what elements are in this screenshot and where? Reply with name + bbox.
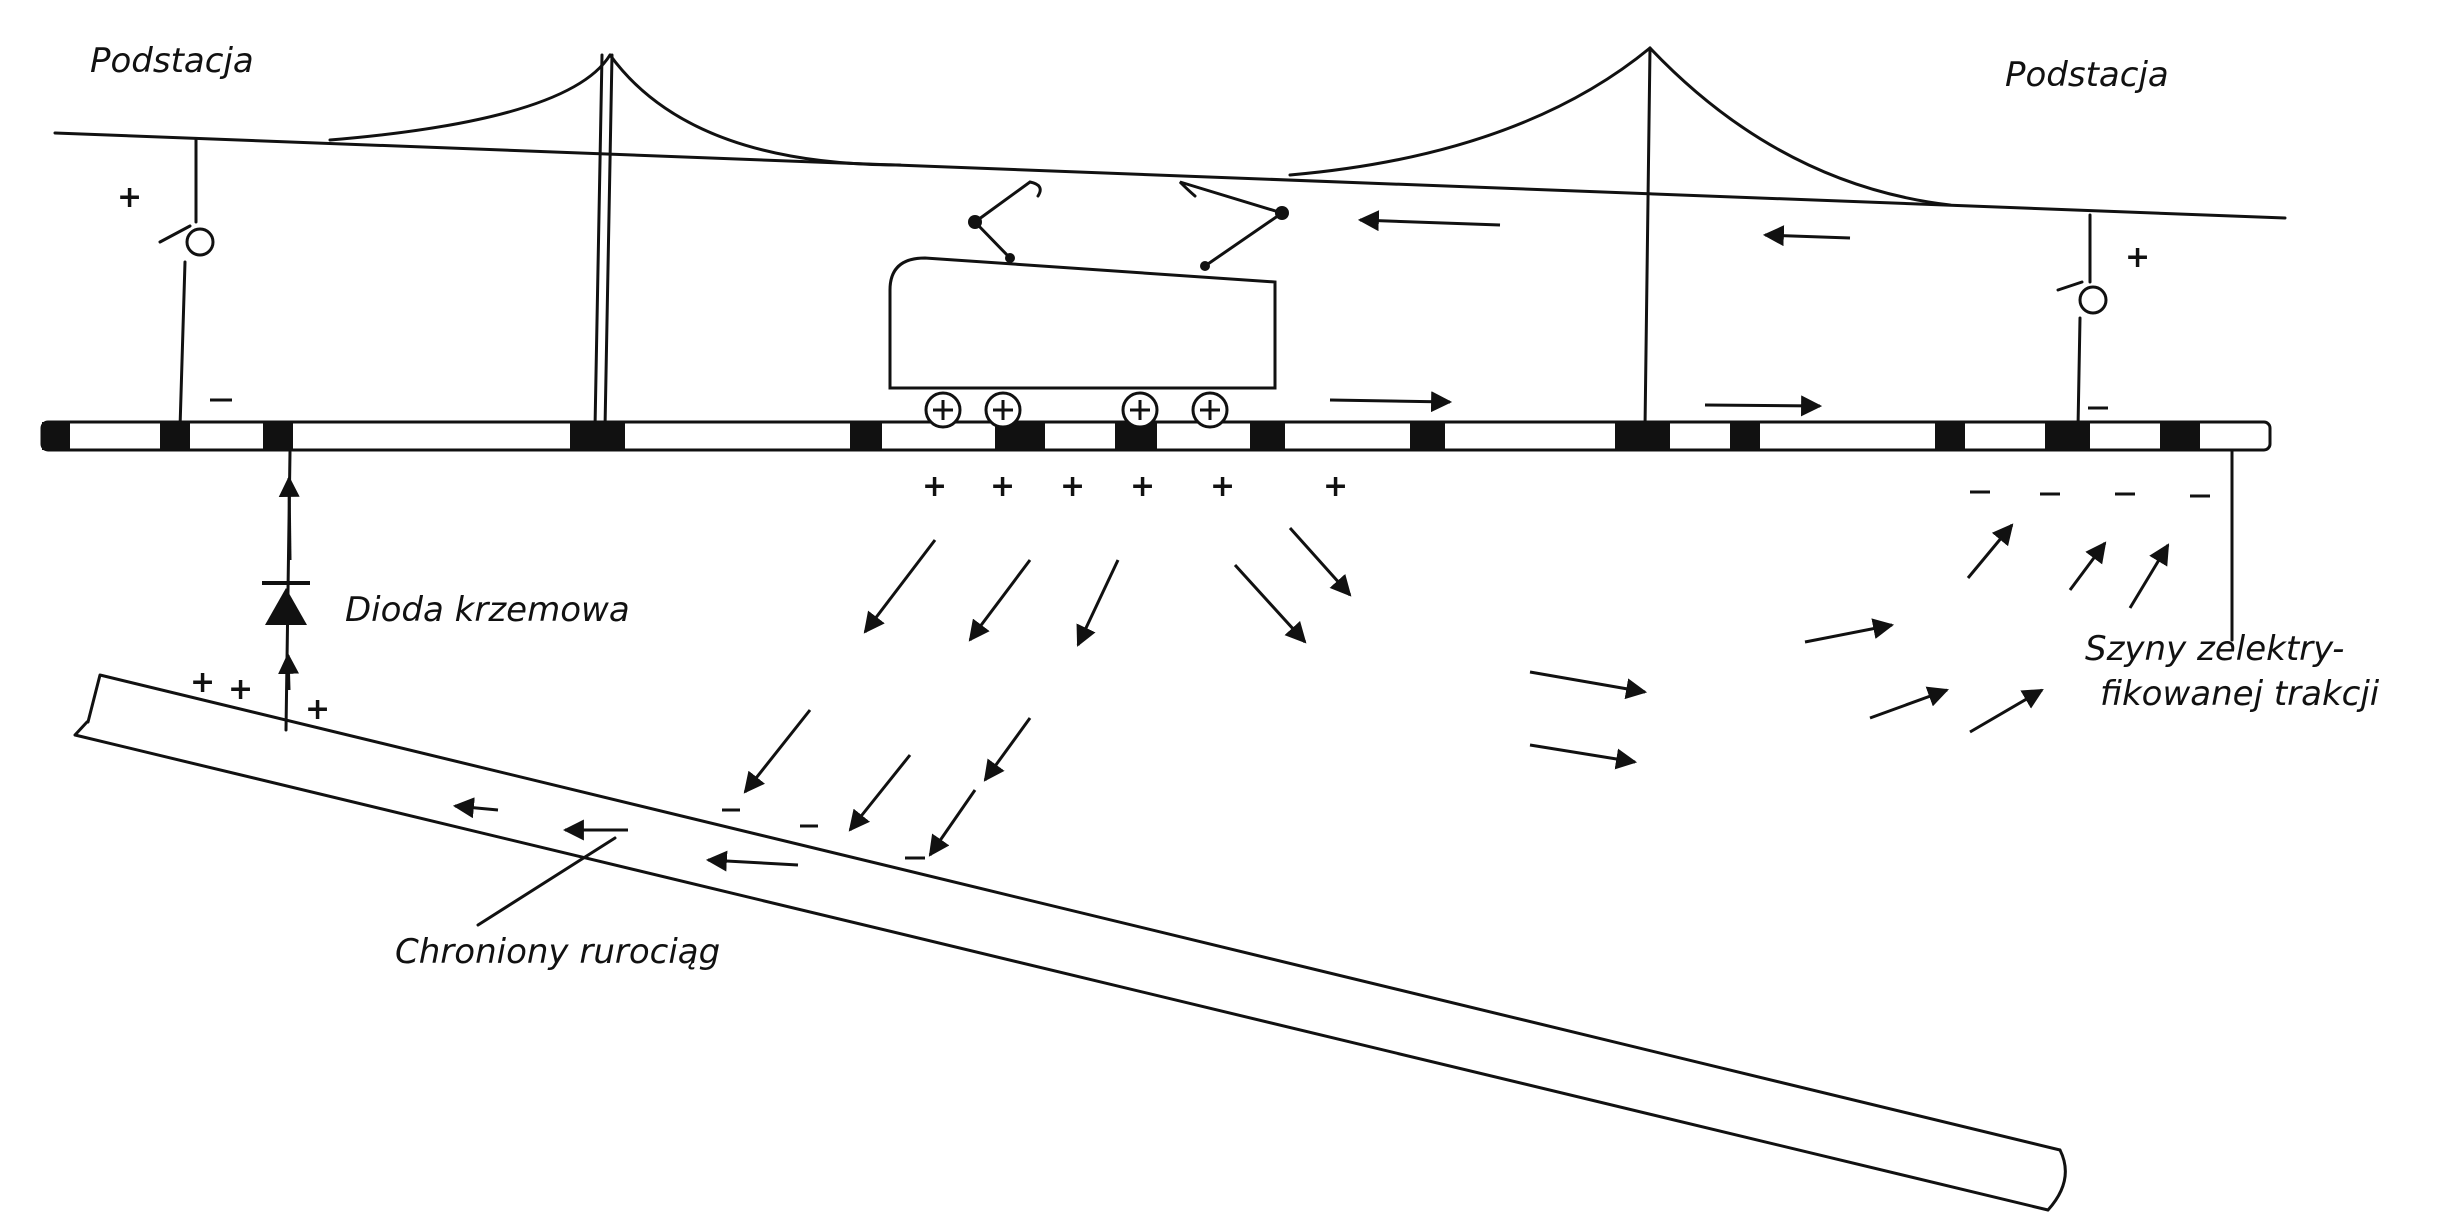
plus-sign: + bbox=[1130, 469, 1156, 504]
substation-right-switch bbox=[2078, 285, 2108, 315]
plus-sign: + bbox=[2125, 240, 2151, 275]
silicon-diode bbox=[262, 581, 310, 625]
pipeline-label: Chroniony rurociąg bbox=[395, 932, 721, 972]
substation-left-label: Podstacja bbox=[90, 41, 254, 81]
plus-sign: + bbox=[1210, 469, 1236, 504]
pole-right bbox=[1643, 46, 1652, 430]
pole-left-b bbox=[603, 53, 614, 430]
pantograph bbox=[972, 180, 1286, 268]
plus-sign: + bbox=[922, 469, 948, 504]
diode-label: Dioda krzemowa bbox=[345, 590, 630, 630]
messenger-wire bbox=[328, 46, 1952, 207]
rails-label-line1: Szyny zelektry- bbox=[2085, 629, 2345, 669]
plus-sign: + bbox=[305, 692, 331, 727]
plus-sign: + bbox=[990, 469, 1016, 504]
plus-sign: + bbox=[190, 665, 216, 700]
protected-pipeline bbox=[73, 673, 2067, 1212]
plus-sign: + bbox=[1060, 469, 1086, 504]
substation-left-switch bbox=[185, 227, 215, 257]
pole-left bbox=[593, 53, 604, 430]
plus-sign: + bbox=[228, 672, 254, 707]
pipeline-pointer bbox=[476, 836, 617, 927]
plus-sign: + bbox=[1323, 469, 1349, 504]
plus-sign: + bbox=[117, 180, 143, 215]
rails-label-line2: fikowanej trakcji bbox=[2100, 674, 2380, 714]
substation-right-label: Podstacja bbox=[2005, 55, 2169, 95]
contact-wire bbox=[53, 131, 2287, 220]
current-arrows bbox=[278, 210, 2170, 872]
tram-body bbox=[888, 256, 1277, 390]
